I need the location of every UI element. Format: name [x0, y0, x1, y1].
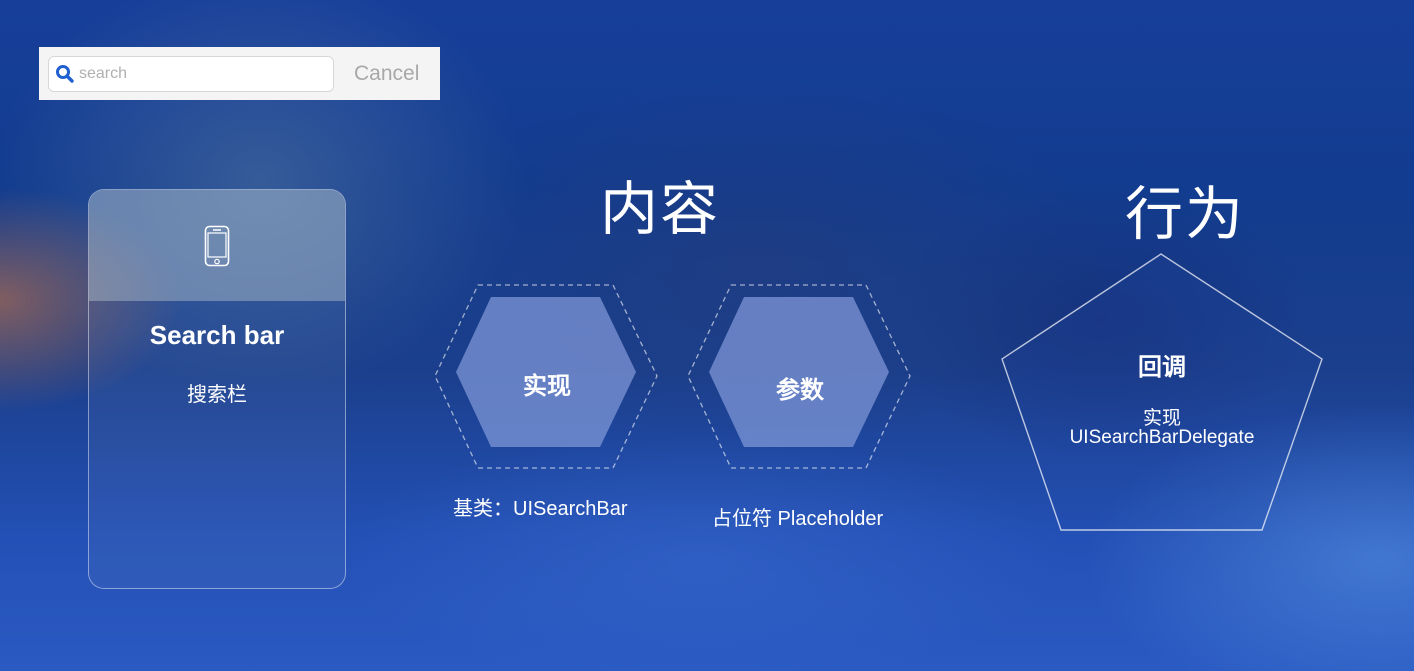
content-heading: 内容 — [600, 175, 721, 243]
hexagon-label-parameter: 参数 — [776, 376, 824, 404]
behavior-heading: 行为 — [1125, 180, 1246, 248]
implementation-hexagon: 实现 — [434, 284, 660, 472]
parameter-hexagon: 参数 — [687, 284, 913, 472]
phone-icon — [204, 225, 230, 267]
pentagon-line-2: UISearchBarDelegate — [1069, 427, 1255, 448]
hexagon-label-implementation: 实现 — [523, 372, 571, 400]
parameter-caption: 占位符 Placeholder — [712, 508, 884, 530]
cancel-button[interactable]: Cancel — [344, 56, 440, 92]
search-icon — [56, 65, 74, 83]
implementation-caption: 基类：UISearchBar — [453, 498, 628, 520]
pentagon-line-1: 实现 — [1142, 407, 1181, 429]
search-bar: Cancel — [39, 47, 440, 100]
search-input[interactable] — [79, 57, 329, 91]
search-bar-card: Search bar 搜索栏 — [88, 189, 346, 589]
callback-pentagon: 回调 实现 UISearchBarDelegate — [1000, 252, 1324, 532]
card-subtitle: 搜索栏 — [187, 382, 247, 406]
search-field[interactable] — [48, 56, 334, 92]
card-header — [89, 190, 345, 301]
pentagon-title: 回调 — [1138, 353, 1186, 381]
card-title: Search bar — [149, 320, 285, 350]
